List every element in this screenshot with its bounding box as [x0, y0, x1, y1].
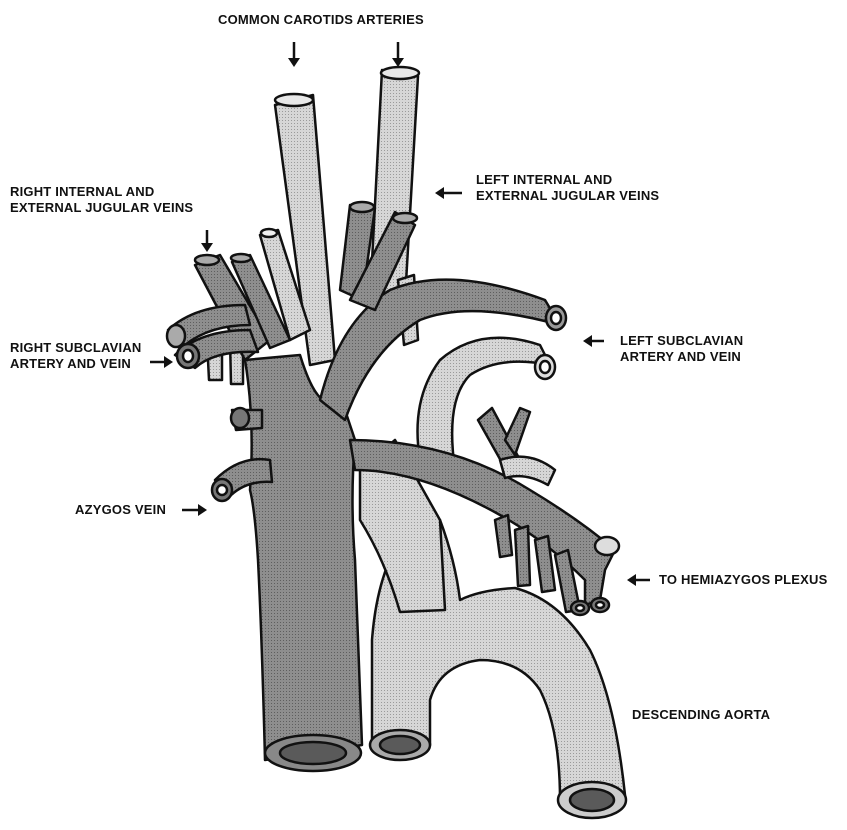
arrow-left-jugular [435, 187, 462, 199]
arrow-right-subclavian [150, 356, 173, 368]
arrow-right-jugular [201, 230, 213, 252]
left-carotid-opening [381, 67, 419, 79]
label-descending-aorta: DESCENDING AORTA [632, 707, 770, 723]
arrow-left-subclavian [583, 335, 604, 347]
label-right-jugular: RIGHT INTERNAL AND EXTERNAL JUGULAR VEIN… [10, 184, 193, 216]
arrow-azygos [182, 504, 207, 516]
label-left-subclavian: LEFT SUBCLAVIAN ARTERY AND VEIN [620, 333, 743, 365]
label-hemiazygos: TO HEMIAZYGOS PLEXUS [659, 572, 827, 588]
label-common-carotids: COMMON CAROTIDS ARTERIES [218, 12, 424, 28]
arrow-carotid-left [392, 42, 404, 67]
label-azygos: AZYGOS VEIN [75, 502, 166, 518]
arrow-hemiazygos [627, 574, 650, 586]
label-right-subclavian: RIGHT SUBCLAVIAN ARTERY AND VEIN [10, 340, 142, 372]
label-left-jugular: LEFT INTERNAL AND EXTERNAL JUGULAR VEINS [476, 172, 659, 204]
right-carotid-opening [275, 94, 313, 106]
arrow-carotid-right [288, 42, 300, 67]
